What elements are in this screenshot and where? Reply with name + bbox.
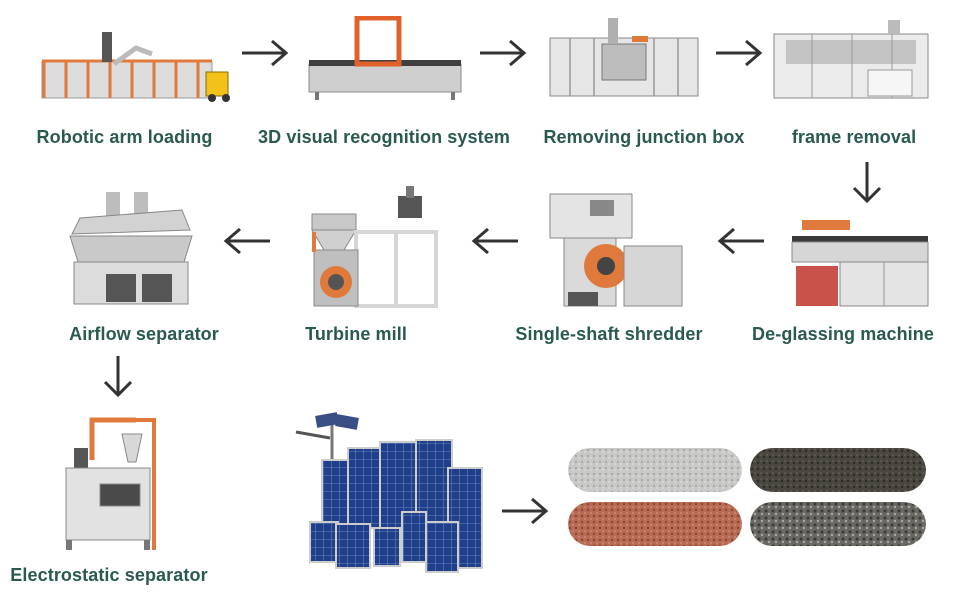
step-label-robotic-arm-loading: Robotic arm loading bbox=[36, 127, 213, 147]
step-label-electrostatic-separator: Electrostatic separator bbox=[10, 565, 208, 585]
step-label-airflow-separator: Airflow separator bbox=[69, 324, 219, 344]
copper-powder-sample bbox=[568, 502, 742, 546]
silicon-powder-sample bbox=[750, 448, 926, 492]
arrow-left-icon bbox=[471, 227, 518, 255]
step-label-frame-removal: frame removal bbox=[791, 127, 917, 147]
arrow-left-icon bbox=[717, 227, 764, 255]
step-label-3d-visual-recognition: 3D visual recognition system bbox=[258, 127, 510, 147]
step-label-removing-junction-box: Removing junction box bbox=[543, 127, 745, 147]
3d-visual-recognition-machine bbox=[308, 16, 462, 100]
turbine-mill-machine bbox=[311, 186, 438, 308]
airflow-separator-machine bbox=[69, 192, 193, 305]
glass-powder-sample bbox=[568, 448, 742, 492]
arrow-down-icon bbox=[103, 356, 133, 398]
de-glassing-machine bbox=[791, 220, 929, 307]
arrow-right-icon bbox=[480, 39, 527, 67]
arrow-right-icon bbox=[502, 497, 549, 525]
robotic-arm-loading-machine bbox=[41, 32, 230, 102]
arrow-right-icon bbox=[242, 39, 289, 67]
step-label-turbine-mill: Turbine mill bbox=[305, 324, 407, 344]
electrostatic-separator-machine bbox=[65, 417, 156, 550]
aluminum-granule-sample bbox=[750, 502, 926, 546]
frame-removal-machine bbox=[773, 20, 929, 99]
arrow-down-icon bbox=[852, 162, 882, 204]
step-label-single-shaft-shredder: Single-shaft shredder bbox=[515, 324, 703, 344]
single-shaft-shredder-machine bbox=[549, 193, 683, 307]
arrow-right-icon bbox=[716, 39, 763, 67]
arrow-left-icon bbox=[223, 227, 270, 255]
junction-box-removal-machine bbox=[549, 18, 699, 97]
solar-panels-image bbox=[295, 412, 483, 573]
step-label-de-glassing-machine: De-glassing machine bbox=[752, 324, 934, 344]
